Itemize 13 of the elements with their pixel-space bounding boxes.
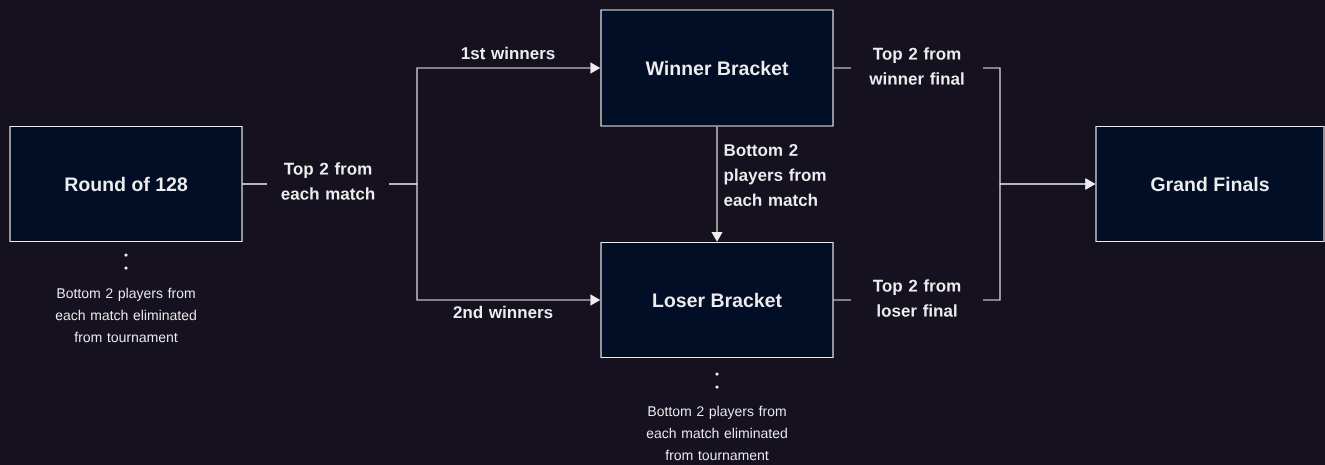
edge-label: Top 2 from loser final [851,278,983,318]
note-text: Bottom 2 players from each match eliminated from tournament [55,287,196,343]
bracket-box: Round of 128 [9,125,243,243]
bracket-box: Loser Bracket [600,241,834,359]
text-label: Top 2 from each match [267,161,389,201]
arrow [711,126,723,242]
edge-label: 2nd winners [453,305,553,319]
bracket-box: Winner Bracket [600,9,834,127]
edge-label: Bottom 2 players from each match [724,143,826,206]
bracket-box: Grand Finals [1095,125,1325,243]
edge-label: Top 2 from winner final [851,46,983,86]
note-text: Bottom 2 players from each match eliminated from tournament [646,405,787,461]
edge-label: 1st winners [461,46,555,60]
